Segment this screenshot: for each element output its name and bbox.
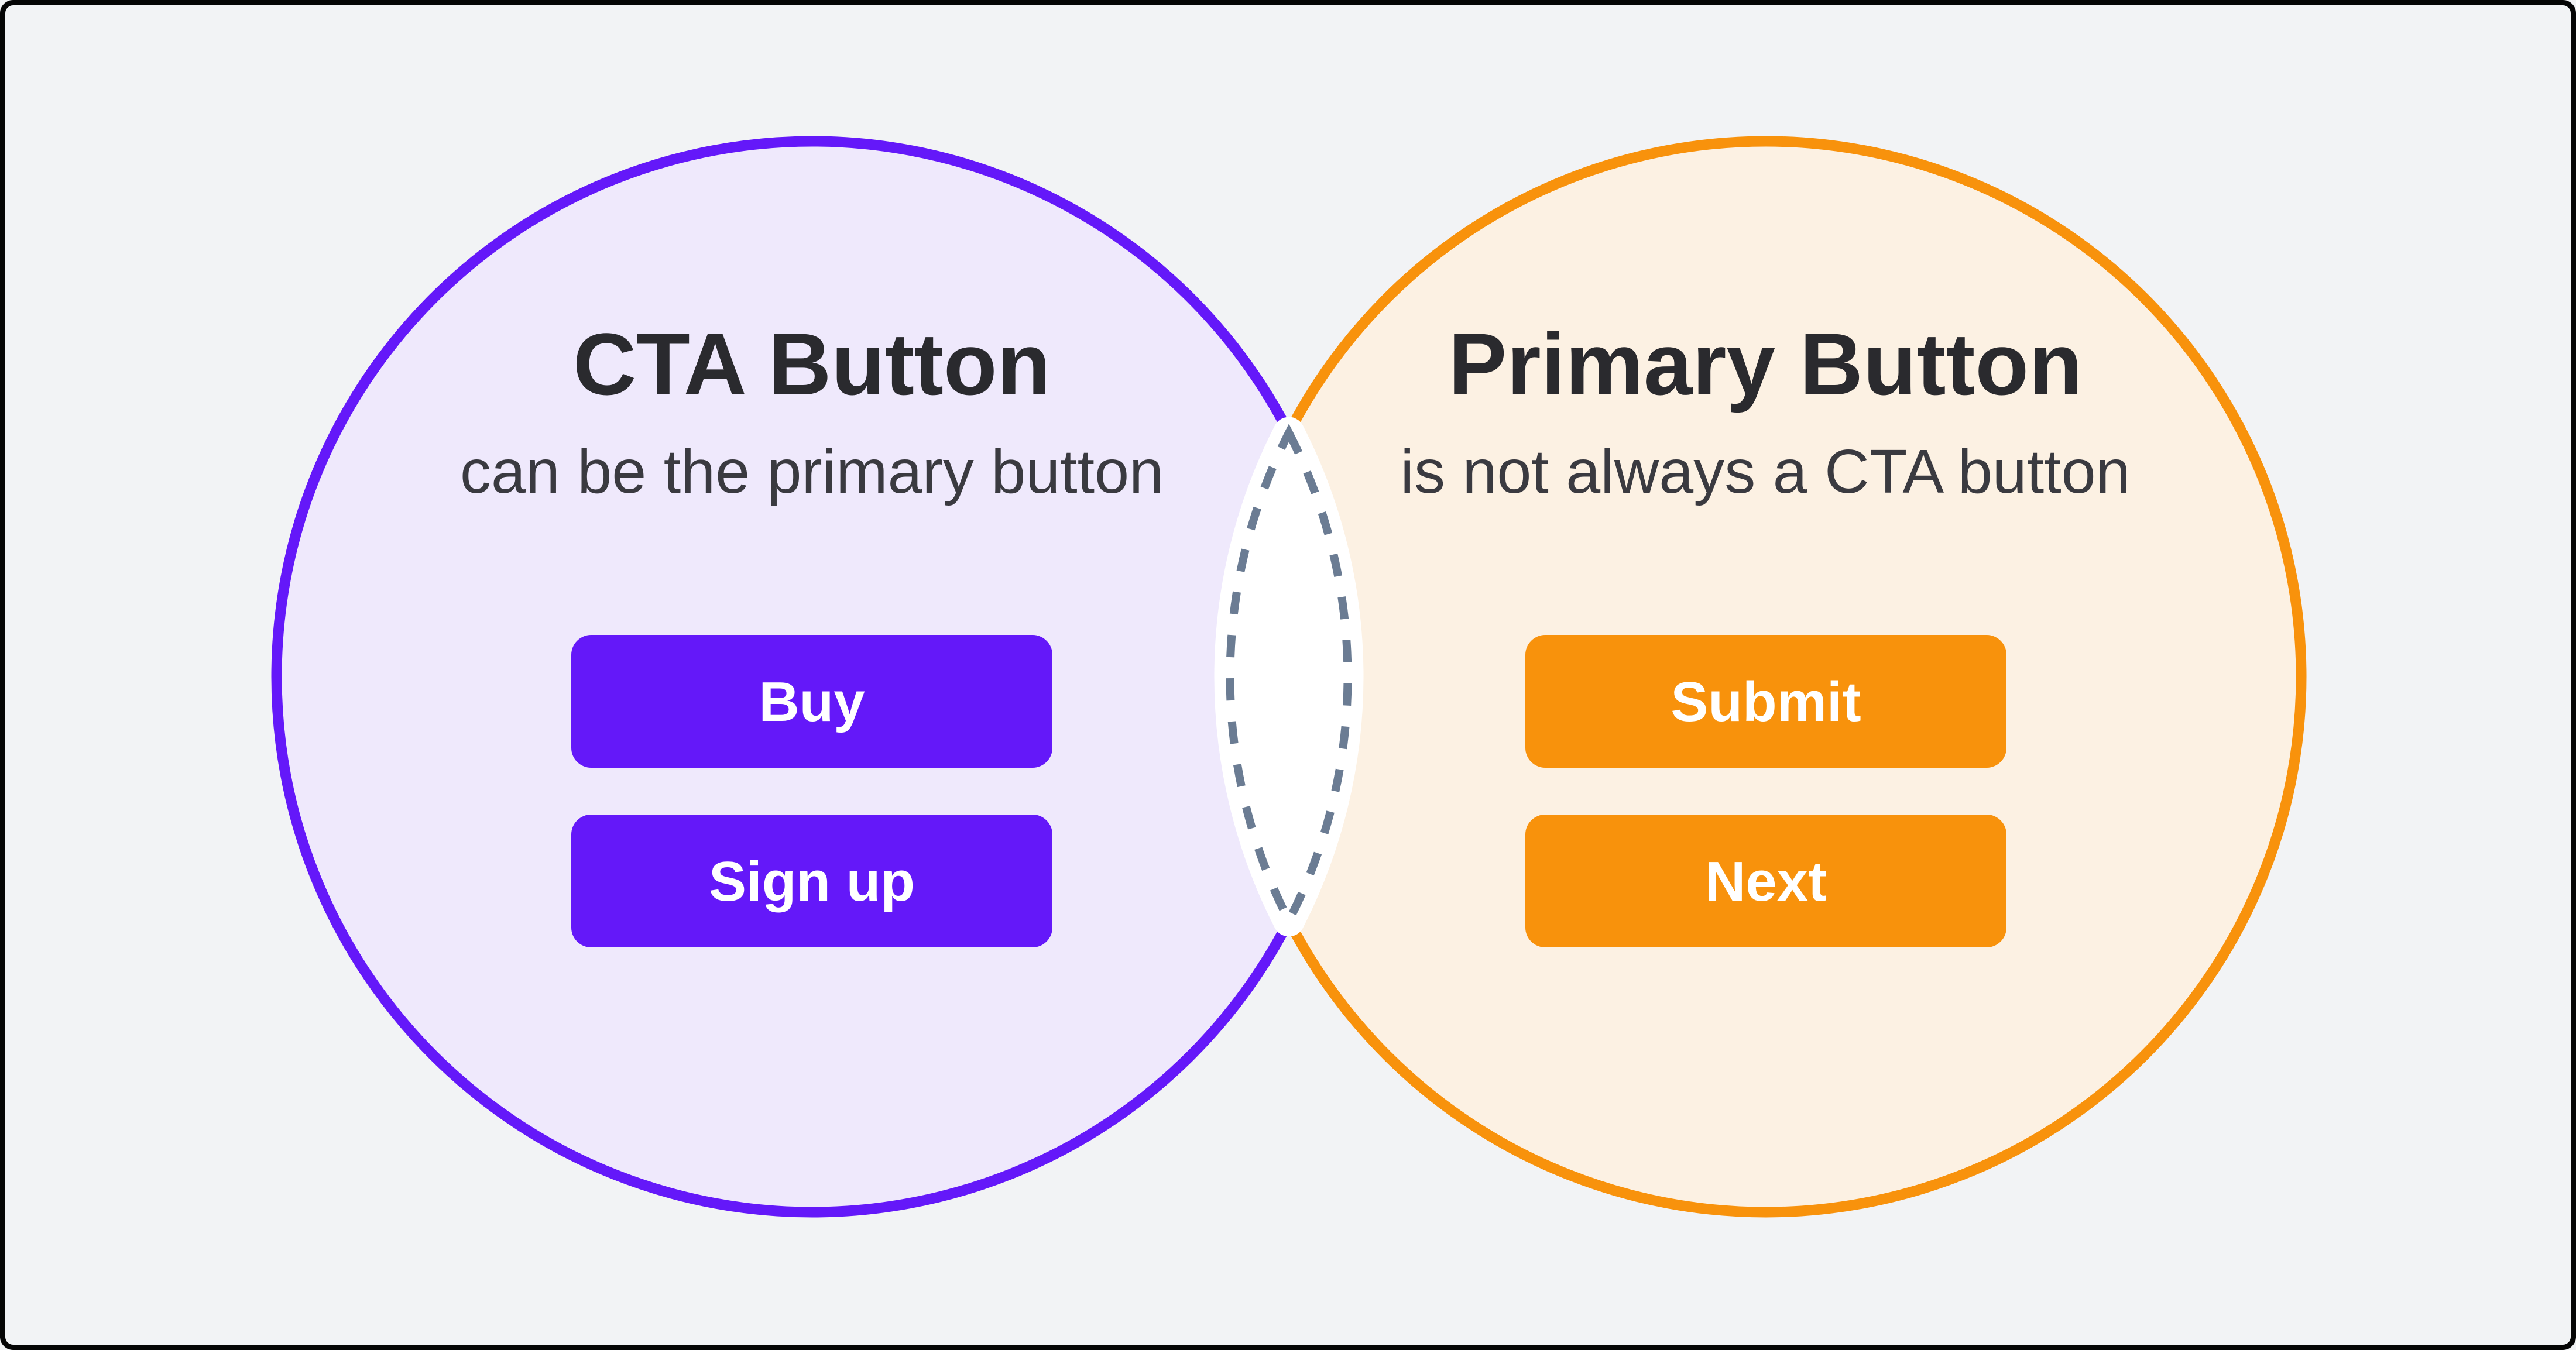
buy-button[interactable]: Buy: [571, 635, 1052, 768]
cta-circle-title: CTA Button: [573, 315, 1051, 413]
primary-circle-title: Primary Button: [1448, 315, 2082, 413]
submit-button-background[interactable]: [1525, 635, 2006, 768]
submit-button[interactable]: Submit: [1525, 635, 2006, 768]
buy-button-background[interactable]: [571, 635, 1052, 768]
intersection-lens: [1214, 417, 1364, 937]
sign-up-button[interactable]: Sign up: [571, 815, 1052, 947]
next-button-background[interactable]: [1525, 815, 2006, 947]
primary-circle-subtitle: is not always a CTA button: [1400, 437, 2130, 506]
next-button[interactable]: Next: [1525, 815, 2006, 947]
buy-button-label: Buy: [759, 671, 865, 733]
sign-up-button-label: Sign up: [709, 850, 915, 913]
next-button-label: Next: [1705, 850, 1827, 913]
submit-button-label: Submit: [1671, 671, 1861, 733]
sign-up-button-background[interactable]: [571, 815, 1052, 947]
cta-circle-subtitle: can be the primary button: [460, 437, 1164, 506]
